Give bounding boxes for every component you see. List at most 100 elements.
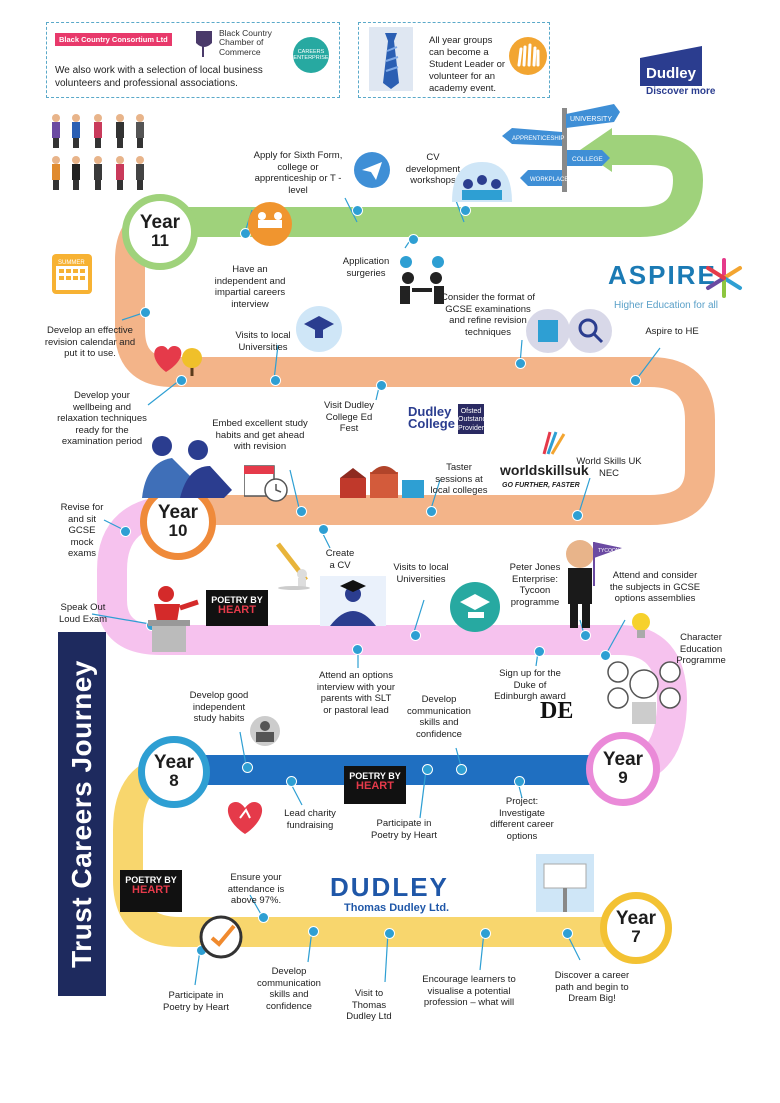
milestone-speak-out: Speak Out Loud Exam bbox=[58, 602, 108, 625]
world-skills-icon bbox=[540, 430, 568, 458]
milestone-dot bbox=[460, 205, 471, 216]
aspire-star-icon bbox=[704, 258, 744, 298]
milestone-poetry-y8: Participate in Poetry by Heart bbox=[371, 818, 437, 841]
milestone-gcse-format: Consider the format of GCSE examinations… bbox=[441, 292, 535, 338]
milestone-character-education: Character Education Programme bbox=[676, 632, 726, 667]
heart-plant-icon bbox=[150, 338, 210, 378]
thomas-dudley-logo: DUDLEY bbox=[330, 872, 449, 902]
milestone-sixth-form: Apply for Sixth Form, college or apprent… bbox=[253, 150, 343, 196]
volunteer-box: All year groups can become a Student Lea… bbox=[358, 22, 550, 98]
milestone-dot bbox=[580, 630, 591, 641]
thomas-dudley-name: Thomas Dudley Ltd. bbox=[344, 902, 450, 914]
revision-tools-icon bbox=[526, 308, 612, 354]
summer-label: SUMMER bbox=[58, 260, 85, 266]
milestone-dot bbox=[120, 526, 131, 537]
speaker-podium-icon bbox=[144, 584, 202, 654]
milestone-poetry-y7: Participate in Poetry by Heart bbox=[163, 990, 229, 1013]
tie-icon bbox=[369, 27, 413, 91]
milestone-dot bbox=[376, 380, 387, 391]
graduation-ceremony-icon bbox=[320, 576, 386, 626]
dudley-college-logo: Dudley College bbox=[408, 404, 455, 432]
aspire-tagline: Higher Education for all bbox=[614, 300, 718, 311]
signpost-apprenticeship: APPRENTICESHIP bbox=[512, 136, 564, 142]
peter-jones-illustration: TYCOON bbox=[560, 536, 624, 632]
milestone-dot bbox=[426, 506, 437, 517]
workshop-people-icon bbox=[452, 162, 512, 202]
milestone-dot bbox=[572, 510, 583, 521]
lightbulb-icon bbox=[630, 612, 652, 640]
colleges-buildings-icon bbox=[340, 460, 424, 500]
milestone-project: Project: Investigate different career op… bbox=[490, 796, 554, 842]
partners-box: Black Country Consortium Ltd Black Count… bbox=[46, 22, 340, 98]
aspire-logo: ASPIRE bbox=[608, 260, 717, 290]
graduation-scroll-icon bbox=[450, 582, 500, 632]
milestone-dot bbox=[515, 358, 526, 369]
milestone-dot bbox=[308, 926, 319, 937]
milestone-dot bbox=[258, 912, 269, 923]
milestone-taster-sessions: Taster sessions at local colleges bbox=[430, 462, 488, 497]
milestone-visits-universities-y11: Visits to local Universities bbox=[235, 330, 291, 353]
ofsted-logo: Ofsted Outstanding Provider bbox=[458, 404, 496, 434]
duke-of-edinburgh-logo: DE bbox=[540, 698, 574, 724]
clock-check-icon bbox=[196, 912, 246, 962]
signpost-icon: UNIVERSITY APPRENTICESHIP COLLEGE WORKPL… bbox=[494, 98, 624, 194]
interview-chairs-icon bbox=[392, 254, 452, 306]
milestone-visits-universities-y10: Visits to local Universities bbox=[393, 562, 449, 585]
milestone-dream-big: Discover a career path and begin to Drea… bbox=[554, 970, 630, 1005]
meeting-icon bbox=[248, 202, 292, 246]
volunteer-text: All year groups can become a Student Lea… bbox=[429, 35, 506, 94]
black-country-consortium-logo: Black Country Consortium Ltd bbox=[55, 33, 172, 46]
page-title: Trust Careers Journey bbox=[66, 660, 97, 968]
signpost-university: UNIVERSITY bbox=[570, 116, 612, 123]
milestone-communication-y8: Develop communication skills and confide… bbox=[407, 694, 471, 740]
year11-path bbox=[160, 135, 704, 237]
milestone-communication-y7: Develop communication skills and confide… bbox=[257, 966, 321, 1012]
milestone-dot bbox=[352, 205, 363, 216]
charity-heart-icon bbox=[222, 796, 268, 836]
chamber-logo-icon bbox=[193, 29, 215, 59]
partners-text: We also work with a selection of local b… bbox=[55, 65, 263, 89]
milestone-peter-jones: Peter Jones Enterprise: Tycoon programme bbox=[509, 562, 561, 608]
milestone-study-habits-y8: Develop good independent study habits bbox=[189, 690, 249, 725]
trust-careers-journey-title: Trust Careers Journey bbox=[58, 632, 106, 996]
milestone-wellbeing: Develop your wellbeing and relaxation te… bbox=[57, 390, 147, 448]
milestone-thomas-dudley: Visit to Thomas Dudley Ltd bbox=[346, 988, 392, 1023]
milestone-cv-workshops: CV development workshops bbox=[405, 152, 461, 187]
milestone-dot bbox=[242, 762, 253, 773]
milestone-create-cv: Create a CV bbox=[325, 548, 355, 571]
milestone-dot bbox=[296, 506, 307, 517]
year9-path bbox=[97, 495, 688, 785]
milestone-dot bbox=[410, 630, 421, 641]
milestone-dot bbox=[352, 644, 363, 655]
milestone-visualise: Encourage learners to visualise a potent… bbox=[422, 974, 516, 1009]
milestone-world-skills: World Skills UK NEC bbox=[576, 456, 642, 479]
milestone-careers-interview: Have an independent and impartial career… bbox=[214, 264, 286, 310]
paper-plane-icon bbox=[354, 152, 390, 188]
summer-calendar-icon: SUMMER bbox=[52, 254, 92, 294]
milestone-dot bbox=[408, 234, 419, 245]
character-education-icon bbox=[604, 656, 684, 726]
milestone-dudley-college: Visit Dudley College Ed Fest bbox=[324, 400, 374, 435]
milestone-dot bbox=[384, 928, 395, 939]
milestone-application-surgeries: Application surgeries bbox=[342, 256, 390, 279]
chamber-of-commerce-logo: Black Country Chamber of Commerce bbox=[219, 28, 272, 57]
milestone-dot bbox=[422, 764, 433, 775]
professionals-illustration bbox=[46, 110, 162, 198]
raised-hands-icon bbox=[509, 37, 547, 75]
milestone-dot bbox=[318, 524, 329, 535]
billboard-icon bbox=[536, 854, 594, 912]
world-skills-tagline: GO FURTHER, FASTER bbox=[502, 482, 580, 489]
milestone-dot bbox=[534, 646, 545, 657]
dudley-tagline: Discover more bbox=[646, 86, 716, 97]
calendar-clock-icon bbox=[243, 462, 288, 502]
milestone-dot bbox=[456, 764, 467, 775]
milestone-revision-calendar: Develop an effective revision calendar a… bbox=[44, 325, 136, 360]
world-skills-logo: worldskillsuk bbox=[500, 462, 589, 478]
milestone-dot bbox=[562, 928, 573, 939]
milestone-dot bbox=[140, 307, 151, 318]
